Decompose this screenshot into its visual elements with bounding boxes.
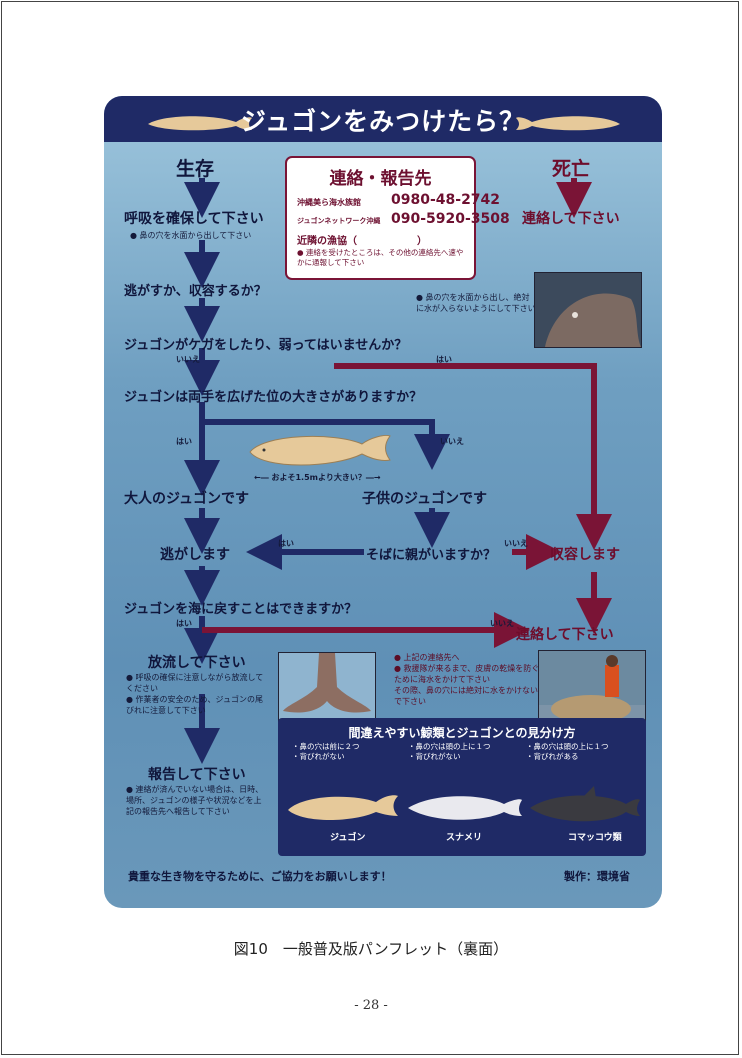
- keep-instructions: ● 上記の連絡先へ ● 救援隊が来るまで、皮膚の乾燥を防ぐために海水をかけて下さ…: [394, 653, 540, 706]
- size-question: ジュゴンは両手を広げた位の大きさがありますか？: [124, 390, 423, 405]
- let-go-label: 放流して下さい: [148, 655, 246, 671]
- keep-label: 収容します: [550, 547, 620, 563]
- credit-ministry: 製作：環境省: [564, 870, 630, 883]
- contact-phone-aquarium: 0980-48-2742: [391, 192, 501, 208]
- return-yes-label: はい: [176, 619, 192, 628]
- contact-title: 連絡・報告先: [329, 169, 432, 189]
- child-label: 子供のジュゴンです: [362, 491, 488, 507]
- nose-above-water-note: ● 鼻の穴を水面から出し、絶対に水が入らないようにして下さい: [416, 293, 536, 313]
- dugong-illustration-left: [148, 116, 252, 131]
- dugong-nose-photo: [534, 272, 642, 348]
- contact-again-label: 連絡して下さい: [516, 627, 614, 643]
- finless-porpoise-features: ・鼻の穴は頭の上に１つ ・背びれがない: [408, 742, 491, 761]
- contact-note: ● 連絡を受けたところは、その他の連絡先へ速やかに通報して下さい: [297, 248, 464, 267]
- dugong-tail-photo: [278, 652, 376, 726]
- parent-no-label: いいえ: [504, 539, 528, 548]
- report-label: 報告して下さい: [148, 767, 246, 783]
- dwarf-sperm-whale-name: コマッコウ類: [568, 833, 622, 843]
- dugong-features: ・鼻の穴は前に２つ ・背びれがない: [292, 742, 360, 761]
- dugong-illustration-right: [516, 116, 620, 131]
- size-no-label: いいえ: [440, 437, 464, 446]
- release-or-keep-question: 逃がすか、収容するか？: [124, 284, 267, 299]
- flowchart-arrows: [184, 178, 612, 764]
- comparison-panel: 間違えやすい鯨類とジュゴンとの見分け方 ・鼻の穴は前に２つ ・背びれがない ・鼻…: [278, 718, 646, 856]
- figure-caption: 図10 一般普及版パンフレット（裏面）: [233, 940, 509, 958]
- dead-label: 死亡: [552, 158, 591, 180]
- injured-no-label: いいえ: [176, 355, 200, 364]
- contact-org-aquarium: 沖縄美ら海水族館: [297, 198, 361, 207]
- alive-label: 生存: [176, 158, 215, 180]
- pamphlet-poster: ジュゴンをみつけたら？ 生: [104, 96, 662, 908]
- secure-breathing-note: ● 鼻の穴を水面から出して下さい: [130, 231, 252, 240]
- report-notes: ● 連絡が済んでいない場合は、日時、場所、ジュゴンの様子や状況などを上記の報告先…: [126, 785, 264, 816]
- species-comparison-illustrations: [288, 786, 640, 822]
- adult-label: 大人のジュゴンです: [124, 491, 250, 507]
- dwarf-sperm-whale-features: ・鼻の穴は頭の上に１つ ・背びれがある: [526, 742, 609, 761]
- injured-yes-label: はい: [436, 355, 452, 364]
- contact-box: 連絡・報告先 沖縄美ら海水族館 0980-48-2742 ジュゴンネットワーク沖…: [285, 156, 510, 280]
- parent-question: そばに親がいますか？: [366, 548, 497, 563]
- size-hint: ←― およそ1.5mより大きい？―→: [254, 473, 381, 482]
- parent-yes-label: はい: [278, 539, 294, 548]
- let-go-notes: ● 呼吸の確保に注意しながら放流してください ● 作業者の安全のため、ジュゴンの…: [126, 673, 264, 715]
- contact-org-network: ジュゴンネットワーク沖縄: [297, 217, 381, 225]
- injured-question: ジュゴンがケガをしたり、弱ってはいませんか？: [124, 338, 408, 353]
- finless-porpoise-name: スナメリ: [446, 833, 483, 843]
- contact-phone-network: 090-5920-3508: [391, 211, 510, 227]
- size-yes-label: はい: [176, 437, 192, 446]
- return-question: ジュゴンを海に戻すことはできますか？: [124, 602, 358, 617]
- footer-message: 貴重な生き物を守るために、ご協力をお願いします！: [128, 870, 392, 883]
- release-label: 逃がします: [160, 547, 230, 563]
- poster-title: ジュゴンをみつけたら？: [240, 107, 526, 136]
- contact-org-fishery: 近隣の漁協（ ）: [297, 236, 427, 247]
- dead-contact-label: 連絡して下さい: [522, 211, 620, 227]
- page-number: - 28 -: [354, 998, 388, 1013]
- dugong-name: ジュゴン: [330, 833, 366, 843]
- return-no-label: いいえ: [490, 619, 514, 628]
- secure-breathing-label: 呼吸を確保して下さい: [124, 211, 264, 227]
- dugong-size-illustration: [249, 435, 391, 466]
- comparison-title: 間違えやすい鯨類とジュゴンとの見分け方: [348, 726, 576, 740]
